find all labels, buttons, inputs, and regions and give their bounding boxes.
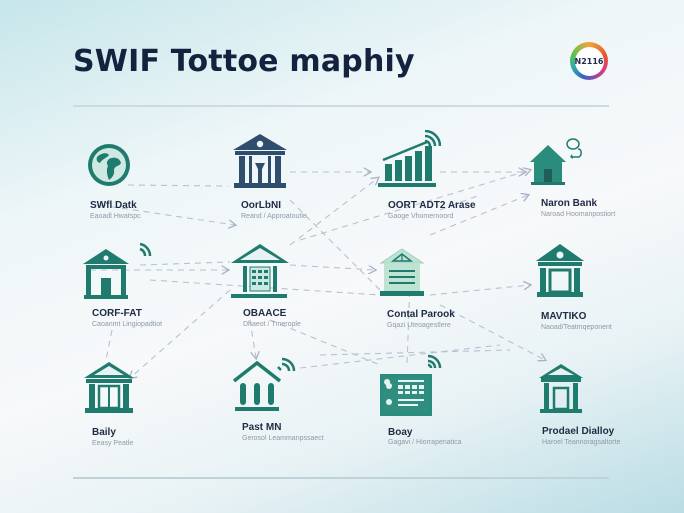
brand-logo: N2116 <box>570 42 608 80</box>
node-subtitle: Dhaeot / Tmerople <box>243 321 301 328</box>
node-name: OORT ADT2 Arase <box>388 200 476 211</box>
node-name: MAVTIKO <box>541 311 587 322</box>
node-subtitle: Naroad Hoomanpostiort <box>541 211 616 218</box>
node-subtitle: Eaoadl Hwatspc <box>90 213 141 220</box>
node-name: OBAACE <box>243 308 287 319</box>
node-subtitle: Gqazi Uteoagestlere <box>387 322 451 329</box>
node-subtitle: Gaoge Vhomernoord <box>388 213 454 220</box>
node-subtitle: Eeasy Peatle <box>92 440 134 447</box>
node-subtitle: Gerosol Leammanpssaect <box>242 435 324 442</box>
node-name: Baily <box>92 427 116 438</box>
node-name: Contal Parook <box>387 309 455 320</box>
terminal-card-icon <box>378 352 448 423</box>
top-divider <box>73 105 609 107</box>
node-subtitle: Gagavi / Hiorrapenatica <box>388 439 462 446</box>
node-name: CORF-FAT <box>92 308 142 319</box>
node-subtitle: Naoad/Teatmqeponent <box>541 324 612 331</box>
node-name: Past MN <box>242 422 282 433</box>
bottom-divider <box>73 477 609 479</box>
bank-icon <box>535 243 585 304</box>
node-name: Naron Bank <box>541 198 598 209</box>
brand-logo-text: N2116 <box>574 46 604 76</box>
warehouse-icon <box>378 248 428 305</box>
node-subtitle: Caoanmt Lingiopadtiot <box>92 321 163 328</box>
node-name: Prodael Dialloy <box>542 426 615 437</box>
node-subtitle: Reand / Approatoutle <box>241 213 307 220</box>
node-subtitle: Haroel Teannoragsaltorte <box>542 439 621 446</box>
node-name: OorLbNI <box>241 200 281 211</box>
bank-grid-icon <box>230 243 290 304</box>
bank-signal-icon <box>82 240 152 305</box>
central-bank-icon <box>231 132 289 195</box>
globe-icon <box>87 143 131 192</box>
bar-chart-signal-icon <box>375 129 442 193</box>
node-name: SWfl Datk <box>90 200 137 211</box>
page-title: SWIF Tottoe maphiy <box>73 44 415 79</box>
bank-small-icon <box>538 363 584 420</box>
bank-pillars-icon <box>82 360 138 421</box>
house-chat-icon <box>528 135 588 192</box>
node-name: Boay <box>388 427 413 438</box>
bank-wifi-icon <box>232 355 298 420</box>
